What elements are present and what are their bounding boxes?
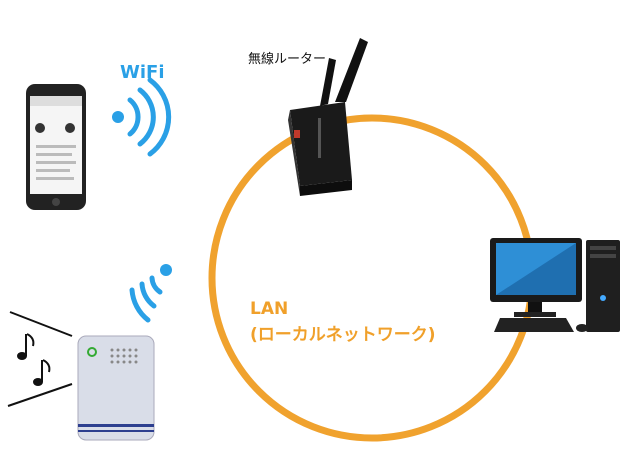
- wifi-waves-icon-phone: [112, 77, 172, 157]
- router-label: 無線ルーター: [248, 52, 327, 67]
- door-chime-icon: [77, 335, 155, 441]
- sound-lines-icon: [7, 311, 73, 407]
- desktop-pc-icon: [490, 238, 620, 332]
- music-note-icon: [17, 333, 51, 386]
- wifi-waves-icon-chime: [129, 264, 172, 323]
- lan-label-line2: (ローカルネットワーク): [250, 325, 436, 345]
- router-icon: [288, 38, 368, 196]
- wifi-label: WiFi: [120, 62, 165, 83]
- smartphone-icon: [26, 84, 86, 210]
- lan-label-line1: LAN: [250, 299, 289, 319]
- lan-label: LAN (ローカルネットワーク): [250, 296, 436, 348]
- lan-circle: [208, 114, 536, 442]
